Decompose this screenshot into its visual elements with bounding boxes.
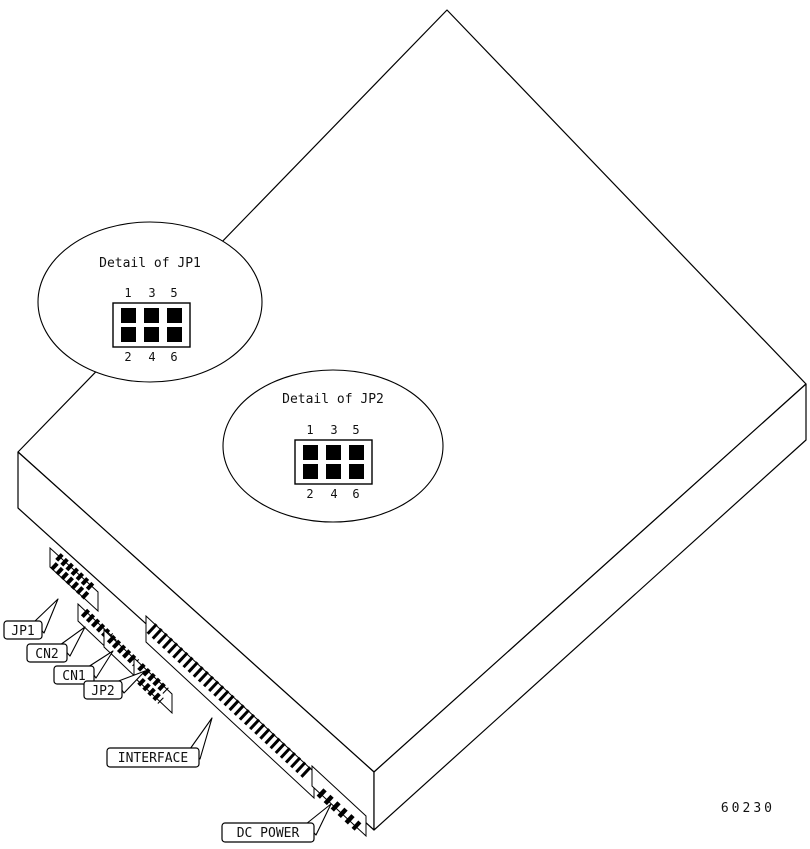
dc-power-connector bbox=[311, 764, 367, 838]
drive-right-face bbox=[373, 383, 807, 831]
jp2-pin-number-top: 5 bbox=[352, 423, 359, 437]
jp1-pin-number-bottom: 2 bbox=[124, 350, 131, 364]
interface-connector bbox=[145, 614, 315, 800]
jp2-pin-row bbox=[132, 673, 164, 704]
callout-jp2: JP2 bbox=[83, 670, 146, 700]
detail-jp1-inset: Detail of JP1 1 3 5 2 4 6 bbox=[37, 221, 263, 383]
jumper-pin bbox=[121, 327, 136, 342]
callout-cn1-box bbox=[53, 665, 95, 685]
callout-jp2-box bbox=[83, 680, 123, 700]
jumper-pin bbox=[349, 445, 364, 460]
detail-jp1-title: Detail of JP1 bbox=[99, 256, 201, 271]
jp1-pin-row bbox=[50, 562, 90, 600]
jp2-pin-number-bottom: 4 bbox=[330, 487, 337, 501]
callout-interface-label: INTERFACE bbox=[118, 751, 188, 766]
callout-cn1: CN1 bbox=[53, 650, 114, 685]
callout-interface: INTERFACE bbox=[106, 717, 213, 768]
jp2-pin-number-top: 3 bbox=[330, 423, 337, 437]
jp1-pin-row bbox=[55, 553, 95, 591]
detail-jp2-inset: Detail of JP2 1 3 5 2 4 6 bbox=[222, 369, 444, 523]
drive-top-face bbox=[17, 9, 807, 773]
callout-dc-power-label: DC POWER bbox=[237, 826, 300, 841]
jumper-pin bbox=[167, 308, 182, 323]
jp2-pin-number-bottom: 6 bbox=[352, 487, 359, 501]
jp1-pin-number-bottom: 4 bbox=[148, 350, 155, 364]
jp1-pin-number-top: 1 bbox=[124, 286, 131, 300]
callout-jp1-box bbox=[3, 620, 43, 640]
detail-jp1-oval bbox=[37, 221, 263, 383]
jumper-pin bbox=[303, 445, 318, 460]
jumper-pin bbox=[144, 327, 159, 342]
callout-dc-power-box bbox=[221, 822, 315, 843]
jumper-pin bbox=[167, 327, 182, 342]
jp1-pin-number-top: 3 bbox=[148, 286, 155, 300]
cn1-pin-row bbox=[106, 634, 140, 667]
jumper-pin bbox=[121, 308, 136, 323]
callout-interface-box bbox=[106, 747, 200, 768]
callout-cn1-label: CN1 bbox=[62, 669, 85, 684]
callout-cn2: CN2 bbox=[26, 626, 86, 663]
figure-number: 60230 bbox=[721, 801, 775, 816]
jp1-pin-number-top: 5 bbox=[170, 286, 177, 300]
jp1-pin-number-bottom: 6 bbox=[170, 350, 177, 364]
jumper-pin bbox=[144, 308, 159, 323]
callout-cn2-box bbox=[26, 643, 68, 663]
jumper-pin bbox=[303, 464, 318, 479]
jumper-pin bbox=[326, 464, 341, 479]
drive-body bbox=[17, 9, 807, 831]
callout-jp1-label: JP1 bbox=[11, 624, 34, 639]
callout-dc-power: DC POWER bbox=[221, 803, 332, 843]
callout-jp1: JP1 bbox=[3, 598, 59, 640]
callout-jp2-label: JP2 bbox=[91, 684, 114, 699]
jp2-connector bbox=[132, 656, 173, 715]
jp2-pin-number-top: 1 bbox=[306, 423, 313, 437]
callout-cn2-label: CN2 bbox=[35, 647, 58, 662]
interface-pin-teeth bbox=[146, 623, 314, 780]
jumper-pin bbox=[326, 445, 341, 460]
detail-jp2-title: Detail of JP2 bbox=[282, 392, 384, 407]
jp2-pin-number-bottom: 2 bbox=[306, 487, 313, 501]
jp1-connector bbox=[49, 546, 99, 613]
jumper-pin bbox=[349, 464, 364, 479]
jp2-pin-row bbox=[137, 663, 169, 694]
